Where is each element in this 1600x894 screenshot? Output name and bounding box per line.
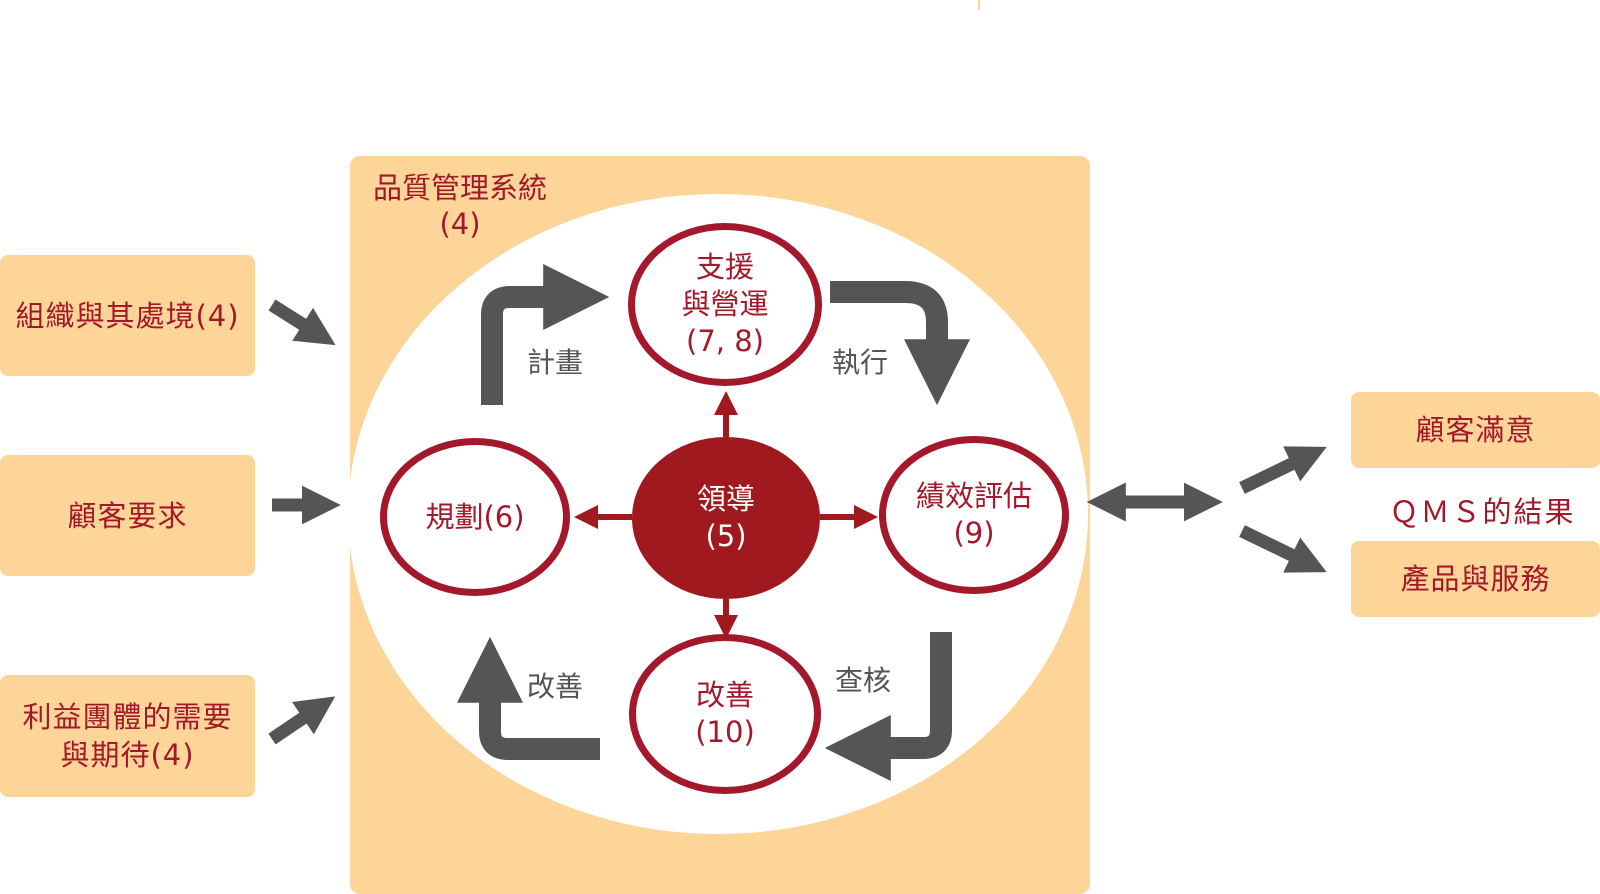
- output-products-box: 產品與服務: [1351, 541, 1600, 617]
- output-satisfaction-box: 顧客滿意: [1351, 392, 1600, 468]
- do-arrow: [830, 281, 970, 406]
- support-operation-label: 支援 與營運 (7, 8): [681, 250, 769, 358]
- leadership-label: 領導 (5): [696, 482, 755, 553]
- input-stakeholder-arrow: [268, 696, 336, 745]
- evaluation-label: 績效評估 (9): [915, 479, 1032, 550]
- input-context-box: 組織與其處境(4): [0, 255, 255, 376]
- input-stakeholder-label: 利益團體的需要 與期待(4): [22, 700, 233, 772]
- do-label: 執行: [832, 346, 889, 379]
- input-customer-req-label: 顧客要求: [67, 498, 188, 533]
- act-label: 改善: [527, 670, 584, 703]
- check-label: 查核: [835, 664, 892, 697]
- output-products-arrow: [1239, 525, 1327, 573]
- support-operation-node: 支援 與營運 (7, 8): [628, 223, 822, 386]
- qms-title: 品質管理系統 (4): [372, 171, 547, 241]
- act-arrow: [457, 636, 600, 760]
- input-stakeholder-box: 利益團體的需要 與期待(4): [0, 675, 255, 797]
- output-satisfaction-label: 顧客滿意: [1415, 413, 1536, 447]
- plan-label: 計畫: [527, 346, 584, 379]
- output-satisfaction-arrow: [1239, 446, 1327, 494]
- top-tick: [978, 0, 980, 10]
- input-context-label: 組織與其處境(4): [15, 298, 240, 333]
- check-arrow: [824, 632, 952, 781]
- evaluation-node: 績效評估 (9): [879, 436, 1069, 594]
- improvement-label: 改善 (10): [695, 678, 755, 749]
- input-customer-req-box: 顧客要求: [0, 455, 255, 576]
- planning-node: 規劃(6): [380, 438, 570, 596]
- leadership-node: 領導 (5): [632, 437, 820, 599]
- planning-label: 規劃(6): [425, 499, 525, 534]
- qms-results-label: ＱＭＳ的結果: [1389, 495, 1576, 529]
- output-products-label: 產品與服務: [1400, 562, 1551, 596]
- input-context-arrow: [268, 299, 336, 346]
- plan-arrow: [481, 264, 610, 405]
- improvement-node: 改善 (10): [629, 634, 821, 794]
